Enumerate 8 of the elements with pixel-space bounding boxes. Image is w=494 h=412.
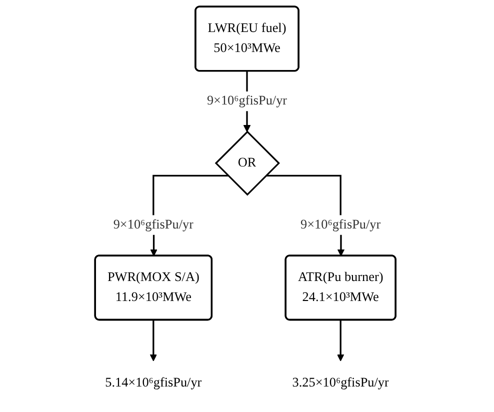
arrow — [336, 319, 344, 362]
node-diamond: OR — [214, 130, 280, 196]
node-text: 5.14×10⁶gfisPu/yr — [105, 376, 202, 390]
edge-label: 9×10⁶gfisPu/yr — [206, 94, 288, 108]
node-text: 3.25×10⁶gfisPu/yr — [292, 376, 389, 390]
edge-label: 9×10⁶gfisPu/yr — [300, 218, 381, 232]
edge-label: 9×10⁶gfisPu/yr — [113, 218, 194, 232]
arrow — [150, 319, 158, 362]
